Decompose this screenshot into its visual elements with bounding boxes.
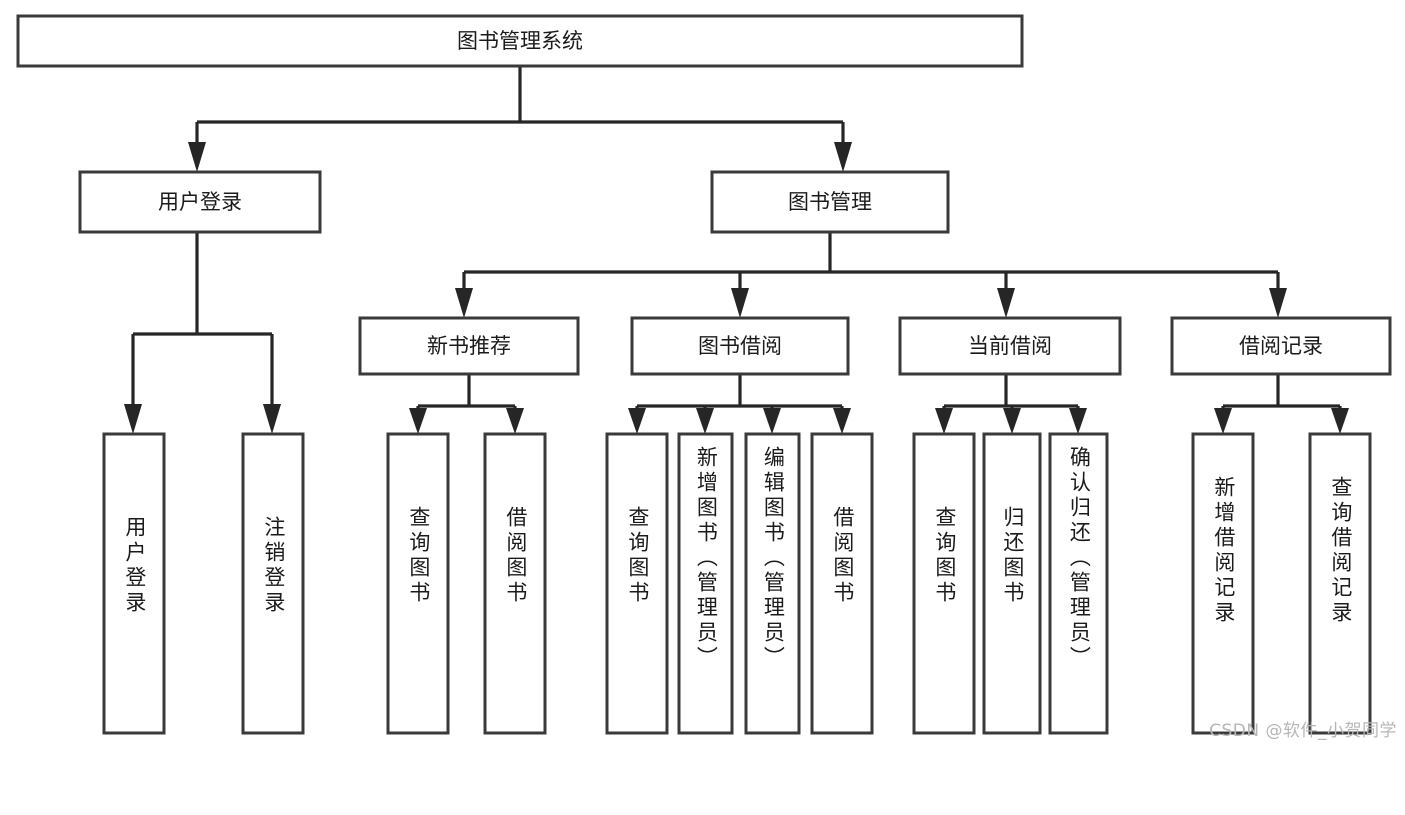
node-root-box[interactable]: [16, 14, 1024, 68]
leaf-box-borrow-book-rec[interactable]: [483, 432, 547, 735]
arrow-head-leaf-query-borrow-record: [1331, 408, 1349, 434]
arrow-head-leaf-query-book-cur: [935, 408, 953, 434]
diagram-canvas: 图书管理系统 用户登录 图书管理 新书推荐 图书借阅 当前借阅 借阅记录: [16, 14, 1392, 735]
leaf-box-query-book-cur[interactable]: [912, 432, 976, 735]
arrow-head-leaf-edit-book: [763, 408, 781, 434]
arrow-head-leaf-logout: [263, 404, 281, 434]
arrow-head-leaf-borrow-book: [833, 408, 851, 434]
node-borrow-record[interactable]: 借阅记录: [1170, 316, 1392, 376]
arrow-head-book-borrow: [731, 288, 749, 318]
connector-book-manage-to-level3: [455, 232, 1287, 318]
node-book-borrow-label: 图书借阅: [698, 334, 782, 358]
leaf-box-add-book[interactable]: [677, 432, 734, 735]
arrow-head-book-manage: [834, 142, 852, 172]
arrow-head-leaf-query-book-rec: [409, 408, 427, 434]
node-book-manage-label: 图书管理: [788, 190, 872, 214]
connector-user-login-to-leaves: [124, 232, 281, 434]
node-book-manage[interactable]: 图书管理: [710, 170, 950, 234]
arrow-head-leaf-confirm-return: [1069, 408, 1087, 434]
leaf-box-query-book-rec[interactable]: [386, 432, 450, 735]
connector-current-borrow-to-leaves: [935, 374, 1087, 434]
node-book-borrow[interactable]: 图书借阅: [630, 316, 850, 376]
leaf-box-add-borrow-record[interactable]: [1191, 432, 1255, 735]
arrow-head-leaf-return-book: [1003, 408, 1021, 434]
node-root[interactable]: 图书管理系统: [16, 14, 1024, 68]
arrow-head-leaf-query-book-borrow: [628, 408, 646, 434]
leaf-box-confirm-return[interactable]: [1048, 432, 1109, 735]
arrow-head-new-book-rec: [455, 288, 473, 318]
node-root-label: 图书管理系统: [457, 29, 583, 53]
node-new-book-rec-label: 新书推荐: [427, 334, 511, 358]
leaf-box-user-login[interactable]: [102, 432, 166, 735]
node-book-borrow-box[interactable]: [630, 316, 850, 376]
node-book-manage-box[interactable]: [710, 170, 950, 234]
leaf-box-query-borrow-record[interactable]: [1308, 432, 1372, 735]
node-borrow-record-label: 借阅记录: [1239, 334, 1323, 358]
connector-borrow-record-to-leaves: [1214, 374, 1349, 434]
arrow-head-leaf-user-login: [124, 404, 142, 434]
node-new-book-rec[interactable]: 新书推荐: [358, 316, 580, 376]
leaf-box-edit-book[interactable]: [744, 432, 801, 735]
node-user-login-label: 用户登录: [158, 190, 242, 214]
node-new-book-rec-box[interactable]: [358, 316, 580, 376]
arrow-head-user-login: [188, 142, 206, 172]
connector-root-to-level2: [188, 66, 852, 172]
arrow-head-leaf-borrow-book-rec: [506, 408, 524, 434]
flowchart-diagram: 图书管理系统 用户登录 图书管理 新书推荐 图书借阅 当前借阅 借阅记录: [16, 14, 1397, 741]
connector-new-book-rec-to-leaves: [409, 374, 524, 434]
node-current-borrow[interactable]: 当前借阅: [898, 316, 1122, 376]
leaf-box-logout[interactable]: [241, 432, 305, 735]
csdn-watermark: CSDN @软件_小贺同学: [1209, 721, 1397, 741]
arrow-head-borrow-record: [1269, 288, 1287, 318]
node-current-borrow-label: 当前借阅: [968, 334, 1052, 358]
leaf-box-return-book[interactable]: [982, 432, 1042, 735]
node-current-borrow-box[interactable]: [898, 316, 1122, 376]
node-borrow-record-box[interactable]: [1170, 316, 1392, 376]
arrow-head-current-borrow: [997, 288, 1015, 318]
leaf-box-query-book-borrow[interactable]: [605, 432, 669, 735]
node-user-login[interactable]: 用户登录: [78, 170, 322, 234]
leaf-box-borrow-book[interactable]: [810, 432, 874, 735]
arrow-head-leaf-add-borrow-record: [1214, 408, 1232, 434]
connector-book-borrow-to-leaves: [628, 374, 851, 434]
arrow-head-leaf-add-book: [696, 408, 714, 434]
node-user-login-box[interactable]: [78, 170, 322, 234]
